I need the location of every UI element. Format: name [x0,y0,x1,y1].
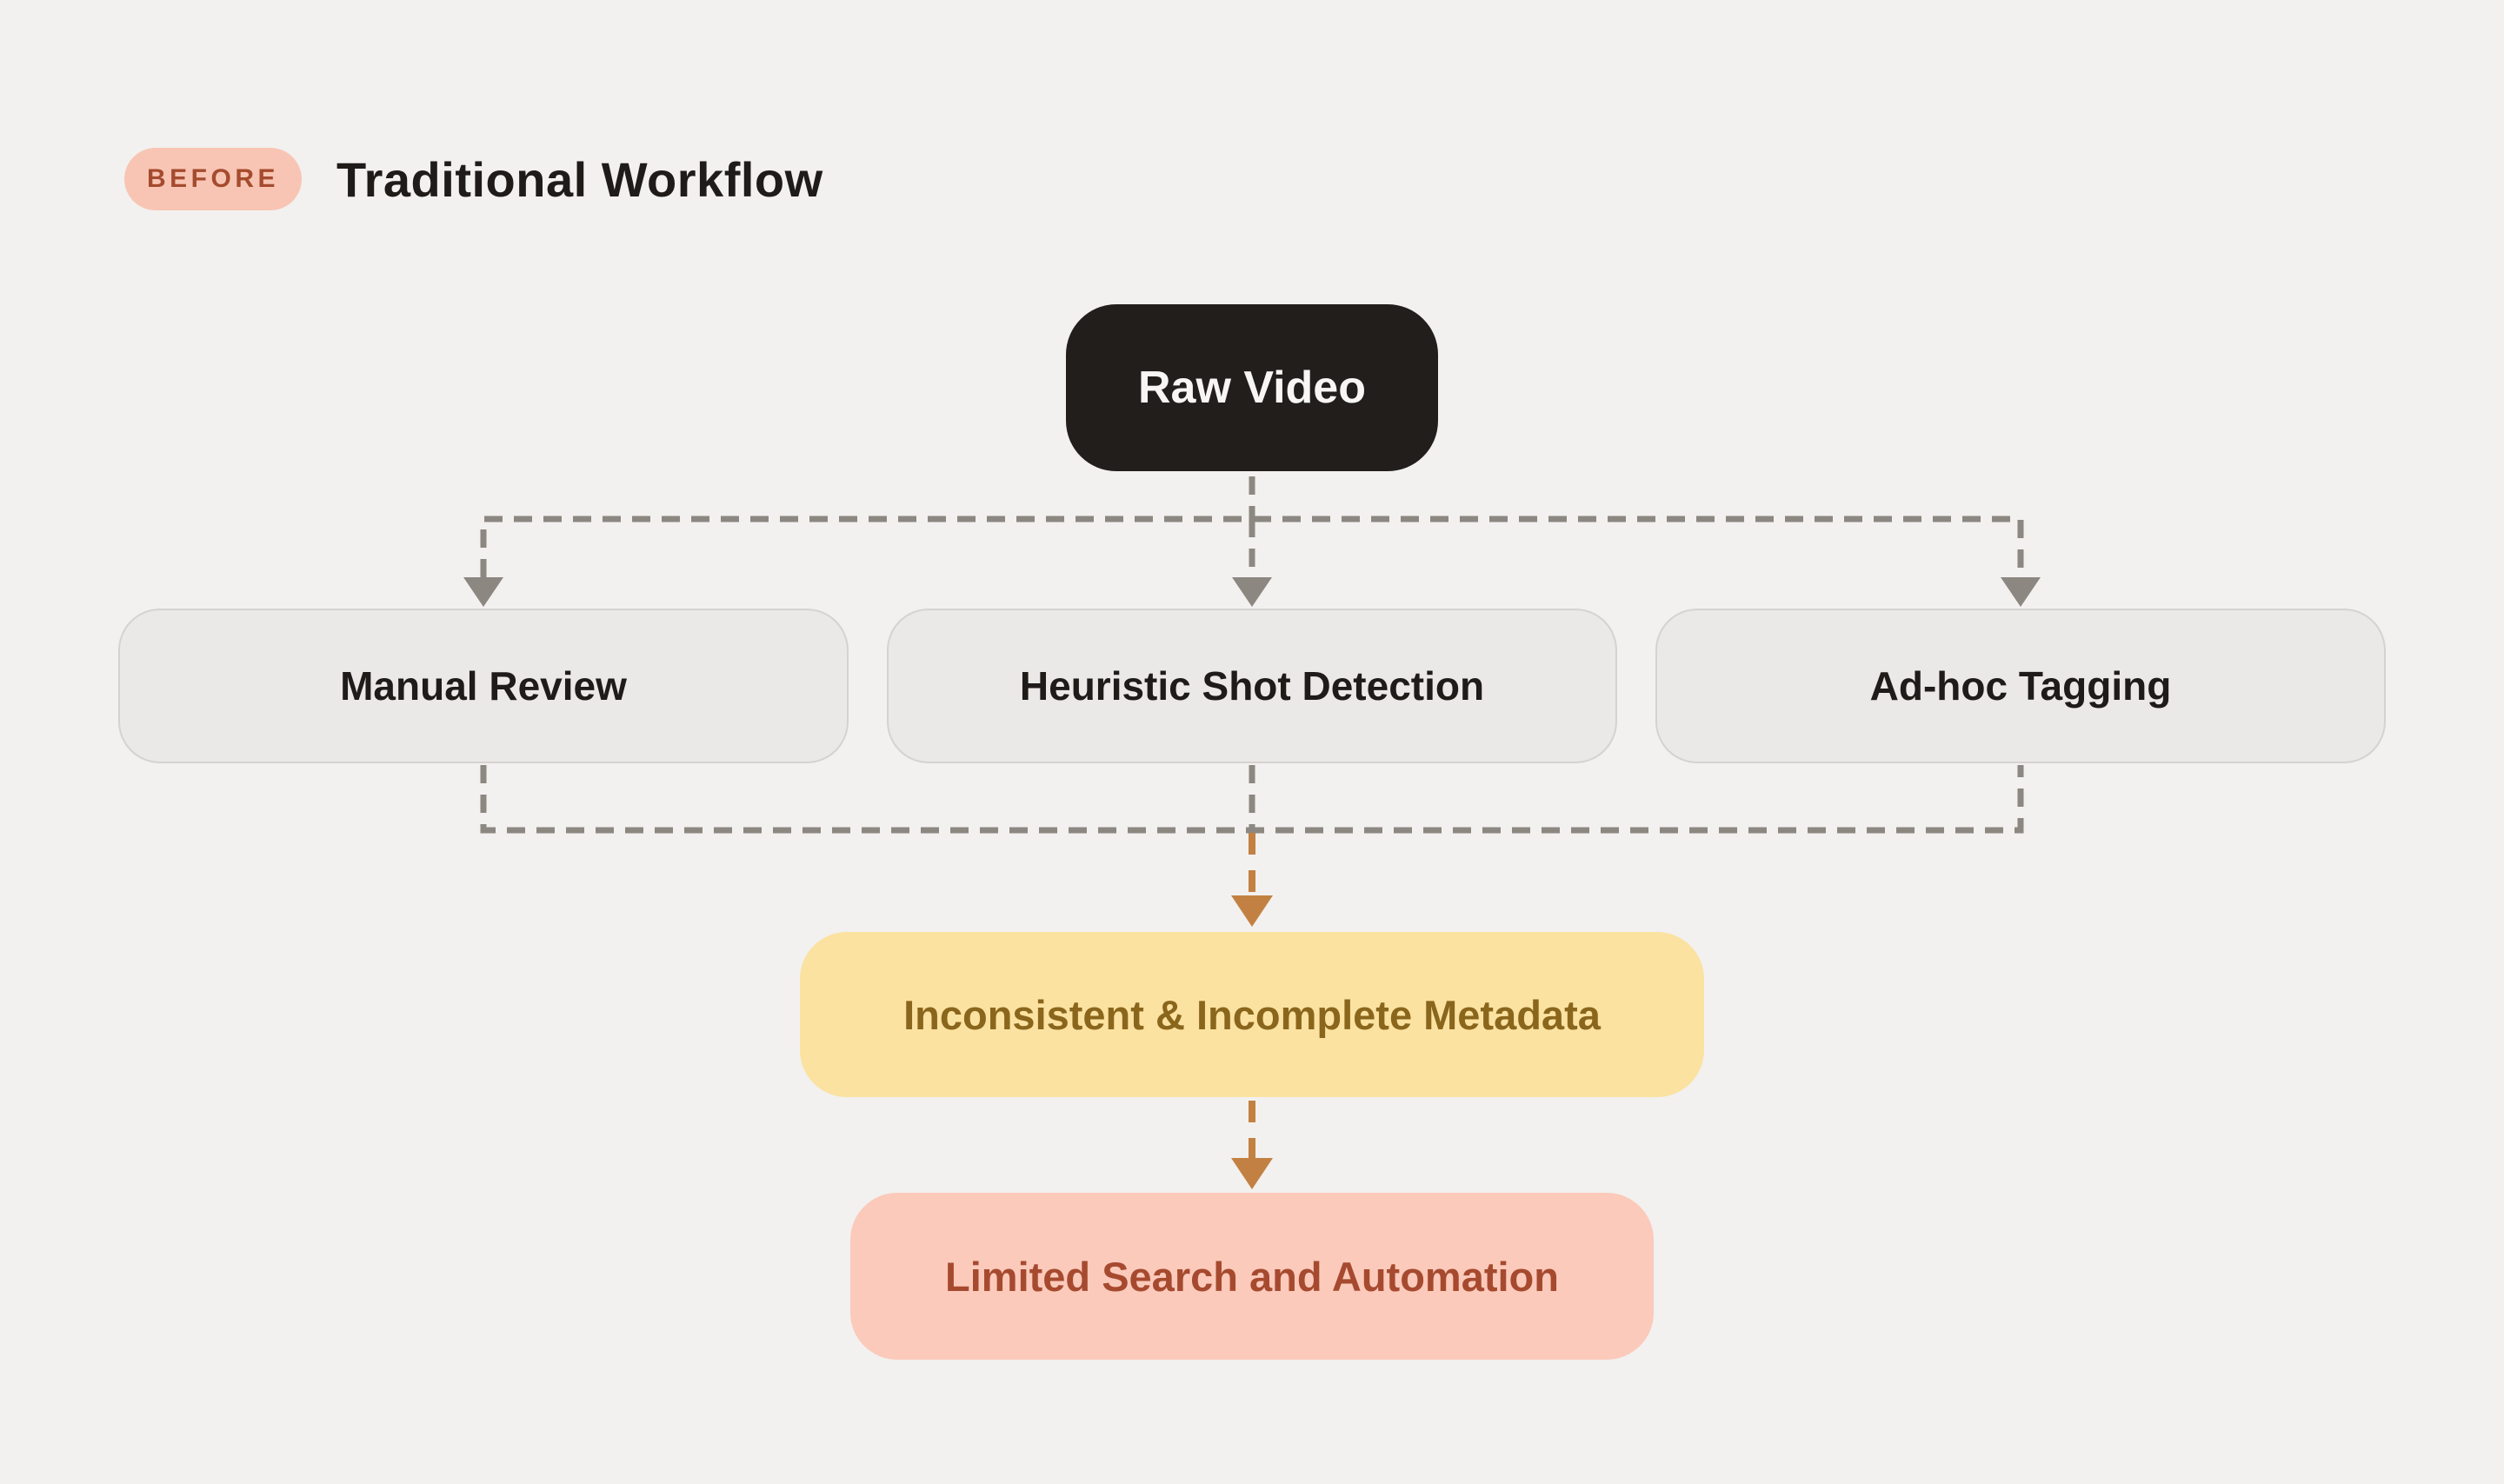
arrow-down-icon [2001,577,2041,607]
page-title: Traditional Workflow [336,151,823,207]
before-badge: BEFORE [124,148,302,210]
arrow-down-icon [1231,1158,1273,1189]
arrow-down-icon [1232,577,1272,607]
node-inconsistent-incomplete-metadata: Inconsistent & Incomplete Metadata [800,932,1704,1097]
node-manual-review: Manual Review [118,609,849,763]
node-limited-search-automation: Limited Search and Automation [850,1193,1654,1360]
node-raw-video: Raw Video [1066,304,1438,471]
arrow-down-icon [463,577,503,607]
arrow-down-icon [1231,895,1273,927]
node-ad-hoc-tagging: Ad-hoc Tagging [1655,609,2386,763]
node-heuristic-shot-detection: Heuristic Shot Detection [887,609,1617,763]
